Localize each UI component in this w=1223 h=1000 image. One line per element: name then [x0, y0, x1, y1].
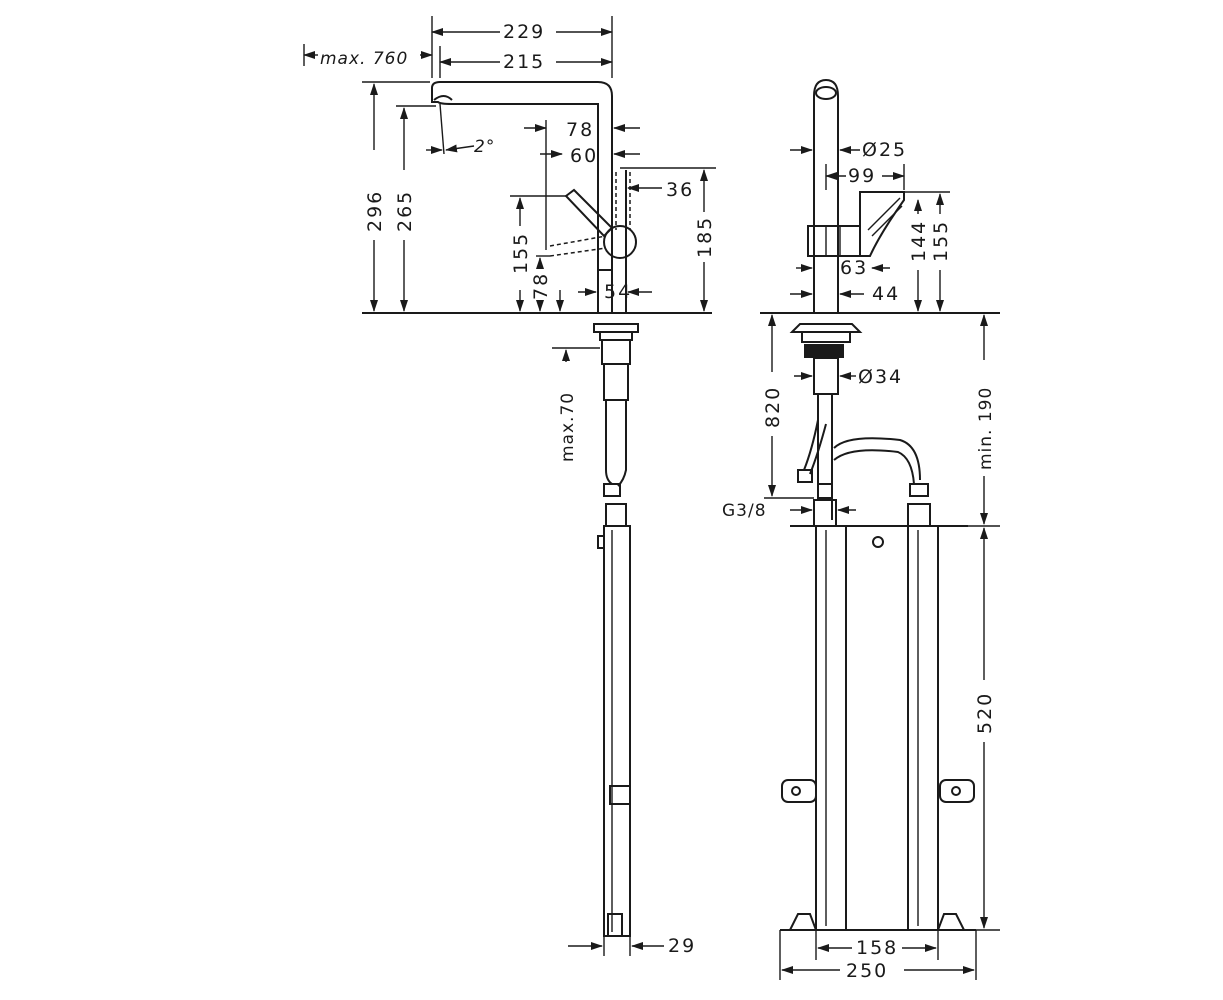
- side-dimensions: 229 215 max. 760 2° 78 60: [303, 16, 716, 957]
- dim-158: 158: [856, 937, 898, 959]
- side-view: 229 215 max. 760 2° 78 60: [303, 16, 716, 957]
- faucet-front-body: [807, 78, 905, 313]
- dim-36: 36: [666, 179, 694, 201]
- dim-g3-8: G3/8: [722, 501, 767, 521]
- side-shank: [593, 323, 639, 937]
- dim-60: 60: [570, 145, 598, 167]
- dim-diameter-34: Ø34: [858, 366, 903, 388]
- dim-296: 296: [364, 190, 386, 232]
- faucet-side-body: [431, 81, 716, 313]
- dim-820: 820: [762, 386, 784, 428]
- dim-250: 250: [846, 960, 888, 982]
- dim-max-760: max. 760: [320, 49, 408, 69]
- dim-229: 229: [503, 21, 545, 43]
- dim-2-degree: 2°: [474, 137, 495, 157]
- dim-144: 144: [908, 220, 930, 262]
- dim-min-190: min. 190: [976, 387, 996, 470]
- weight-box: [780, 525, 976, 931]
- dim-54: 54: [604, 281, 632, 303]
- front-view: Ø25 99 144 155 63 44: [722, 78, 1000, 982]
- dim-78-bottom: 78: [530, 272, 552, 300]
- dim-max-70: max.70: [558, 392, 578, 462]
- dim-44: 44: [872, 283, 900, 305]
- front-shank: [789, 323, 931, 527]
- dim-185: 185: [694, 216, 716, 258]
- dim-63: 63: [840, 257, 868, 279]
- dim-155-side: 155: [510, 232, 532, 274]
- dim-diameter-25: Ø25: [862, 139, 907, 161]
- dim-99: 99: [848, 165, 876, 187]
- dim-155-front: 155: [930, 220, 952, 262]
- dim-78-top: 78: [566, 119, 594, 141]
- dim-29: 29: [668, 935, 696, 957]
- dim-215: 215: [503, 51, 545, 73]
- front-dimensions: Ø25 99 144 155 63 44: [722, 139, 1000, 982]
- dim-265: 265: [394, 190, 416, 232]
- dim-520: 520: [974, 692, 996, 734]
